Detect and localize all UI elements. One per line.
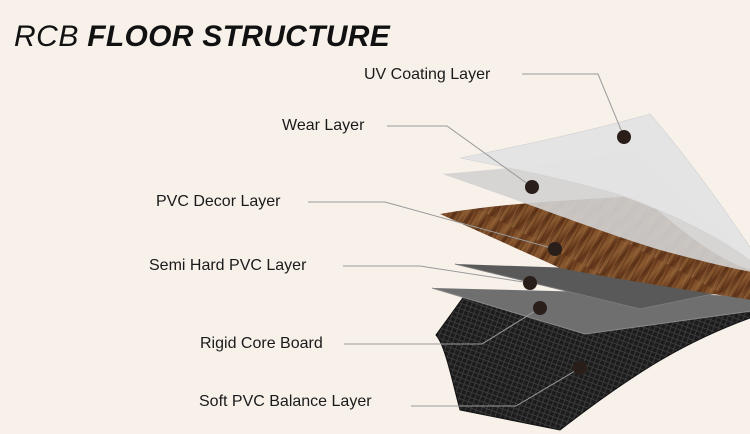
label-rigid-core-board: Rigid Core Board: [200, 335, 323, 352]
marker-uv-coating: [617, 130, 631, 144]
page-title: RCB FLOOR STRUCTURE: [14, 20, 390, 54]
leader-line-rigid-core: [344, 307, 541, 345]
uv-coating-shape: [459, 113, 750, 261]
rigid-core-edge: [431, 287, 750, 335]
balance-layer-shape: [435, 294, 750, 431]
marker-wear: [525, 180, 539, 194]
label-pvc-decor-layer: PVC Decor Layer: [156, 193, 281, 210]
title-brand: RCB: [14, 20, 79, 53]
label-soft-pvc-balance-layer: Soft PVC Balance Layer: [199, 393, 372, 410]
leader-line-wear: [387, 125, 533, 188]
marker-balance: [573, 361, 587, 375]
marker-decor: [548, 242, 562, 256]
leader-line-semi-hard: [343, 265, 531, 284]
label-wear-layer: Wear Layer: [282, 117, 365, 134]
leader-line-decor: [308, 201, 556, 250]
leader-line-uv-coating: [522, 73, 625, 138]
label-uv-coating-layer: UV Coating Layer: [364, 66, 491, 83]
layer-markers: [523, 130, 631, 375]
leader-line-balance: [411, 367, 581, 407]
marker-rigid-core: [533, 301, 547, 315]
label-semi-hard-pvc-layer: Semi Hard PVC Layer: [149, 257, 307, 274]
title-main: FLOOR STRUCTURE: [87, 20, 391, 53]
leader-lines: [308, 73, 625, 407]
decor-layer-shape: [440, 195, 750, 300]
marker-semi-hard: [523, 276, 537, 290]
wear-layer-shape: [442, 150, 750, 272]
